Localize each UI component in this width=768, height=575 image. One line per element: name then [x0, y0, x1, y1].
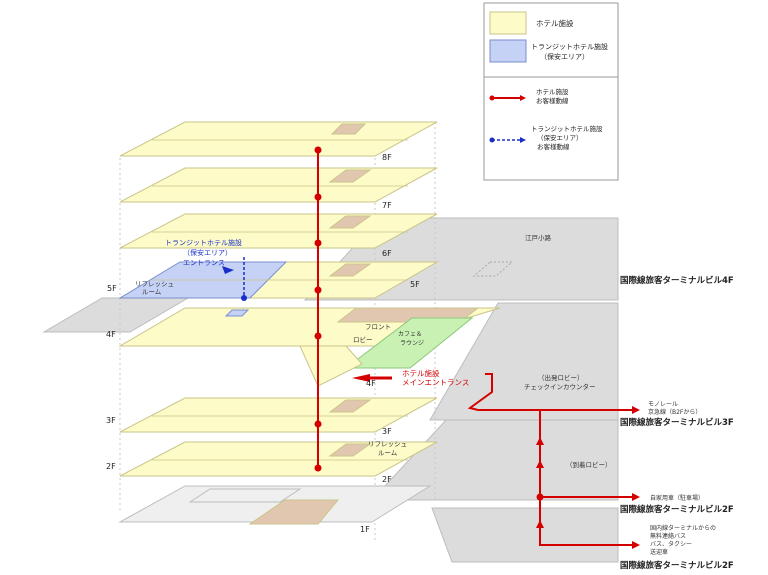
terminal-2f-label-a: 国際線旅客ターミナルビル2F	[620, 504, 734, 515]
terminal-4f-label: 国際線旅客ターミナルビル4F	[620, 275, 734, 286]
floor-label-5f-right: 5F	[410, 280, 420, 289]
floor-label-2f-right: 2F	[382, 475, 392, 484]
bus-label-2: 無料連絡バス	[650, 532, 686, 540]
bus-label-4: 送迎車	[650, 548, 668, 556]
lobby-label: ロビー	[353, 335, 373, 344]
floor-2f-core	[328, 443, 372, 457]
terminal-2f-slab	[370, 419, 619, 501]
floor-label-4f-right: 4F	[366, 379, 376, 388]
legend: ホテル施設 トランジットホテル施設 （保安エリア） ホテル施設 お客様動線 トラ…	[483, 2, 619, 181]
cafe-label-2: ラウンジ	[400, 339, 424, 347]
floor-label-8f: 8F	[382, 153, 392, 162]
terminal-2f-label-b: 国際線旅客ターミナルビル2F	[620, 560, 734, 571]
legend-transit-route-2: （保安エリア）	[537, 133, 583, 142]
legend-hotel-label: ホテル施設	[536, 18, 574, 28]
departure-lobby-label: （出発ロビー）	[538, 373, 584, 382]
legend-transit-label-2: （保安エリア）	[540, 52, 589, 61]
hotel-floors	[118, 121, 501, 525]
floor-1f-inner	[188, 488, 302, 503]
floor-label-5f-left: 5F	[107, 284, 117, 293]
floor-4f-cafe	[344, 317, 474, 369]
edo-alley-label: 江戸小路	[525, 233, 552, 242]
checkin-counter-label: チェックインカウンター	[524, 382, 596, 391]
floor-7f-slab	[119, 167, 438, 203]
front-label: フロント	[365, 323, 391, 331]
bus-label-1: 国内線ターミナルからの	[650, 524, 716, 532]
floor-labels: 8F 7F 6F 5F 5F 4F 4F 3F 3F 2F 2F 1F	[106, 153, 420, 534]
floor-6f-core	[328, 215, 372, 229]
floor-4f-lobby	[299, 345, 363, 387]
legend-transit-route-1: トランジットホテル施設	[531, 124, 603, 133]
main-entrance-label-1: ホテル施設	[402, 368, 440, 378]
legend-hotel-swatch	[489, 11, 527, 35]
route-arrowheads	[352, 374, 640, 549]
floor-4f-transit-strip	[224, 309, 250, 317]
refresh-room-2f-2: ルーム	[378, 449, 398, 457]
floor-label-7f: 7F	[382, 201, 392, 210]
floor-label-2f-left: 2F	[106, 462, 116, 471]
floor-label-1f: 1F	[360, 525, 370, 534]
floor-5f-core	[328, 263, 372, 277]
legend-transit-swatch	[489, 39, 527, 63]
refresh-room-2f-1: リフレッシュ	[368, 440, 407, 448]
floor-label-3f-left: 3F	[106, 416, 116, 425]
floor-7f-core	[328, 169, 372, 183]
edo-alley-marking	[472, 261, 514, 277]
main-entrance-arrow	[352, 374, 370, 382]
floor-label-6f: 6F	[382, 249, 392, 258]
legend-transit-label-1: トランジットホテル施設	[531, 42, 608, 51]
floor-1f-slab	[118, 485, 432, 523]
monorail-label-2: 京急線（B2Fから）	[648, 408, 701, 416]
hotel-route-dots	[314, 146, 544, 501]
car-label: 自家用車（駐車場）	[650, 494, 704, 502]
refresh-room-5f-2: ルーム	[142, 288, 162, 296]
monorail-label-1: モノレール	[648, 401, 678, 408]
legend-hotel-route-1: ホテル施設	[536, 87, 569, 96]
transit-callout-2: （保安エリア）	[183, 248, 232, 257]
floor-8f-slab	[119, 121, 438, 157]
cafe-label-1: カフェ＆	[398, 331, 422, 338]
main-entrance-label-2: メインエントランス	[402, 378, 469, 387]
floor-8f-core	[330, 123, 367, 135]
arrival-lobby-label: （到着ロビー）	[566, 460, 612, 469]
transit-callout-3: エントランス	[183, 259, 225, 267]
transit-route	[222, 257, 247, 301]
refresh-room-5f-1: リフレッシュ	[135, 280, 174, 288]
terminal-1f-slab	[431, 507, 619, 563]
area-labels: トランジットホテル施設 （保安エリア） エントランス リフレッシュ ルーム 江戸…	[135, 233, 734, 571]
bus-label-3: バス、タクシー	[650, 540, 692, 548]
floor-1f-core	[248, 499, 340, 525]
floor-label-4f-left: 4F	[106, 330, 116, 339]
floor-label-3f-right: 3F	[382, 427, 392, 436]
terminal-3f-label: 国際線旅客ターミナルビル3F	[620, 417, 734, 428]
legend-transit-route-3: お客様動線	[537, 142, 570, 151]
floor-3f-core	[328, 399, 372, 413]
legend-hotel-route-2: お客様動線	[536, 96, 569, 105]
transit-callout-1: トランジットホテル施設	[165, 238, 242, 247]
